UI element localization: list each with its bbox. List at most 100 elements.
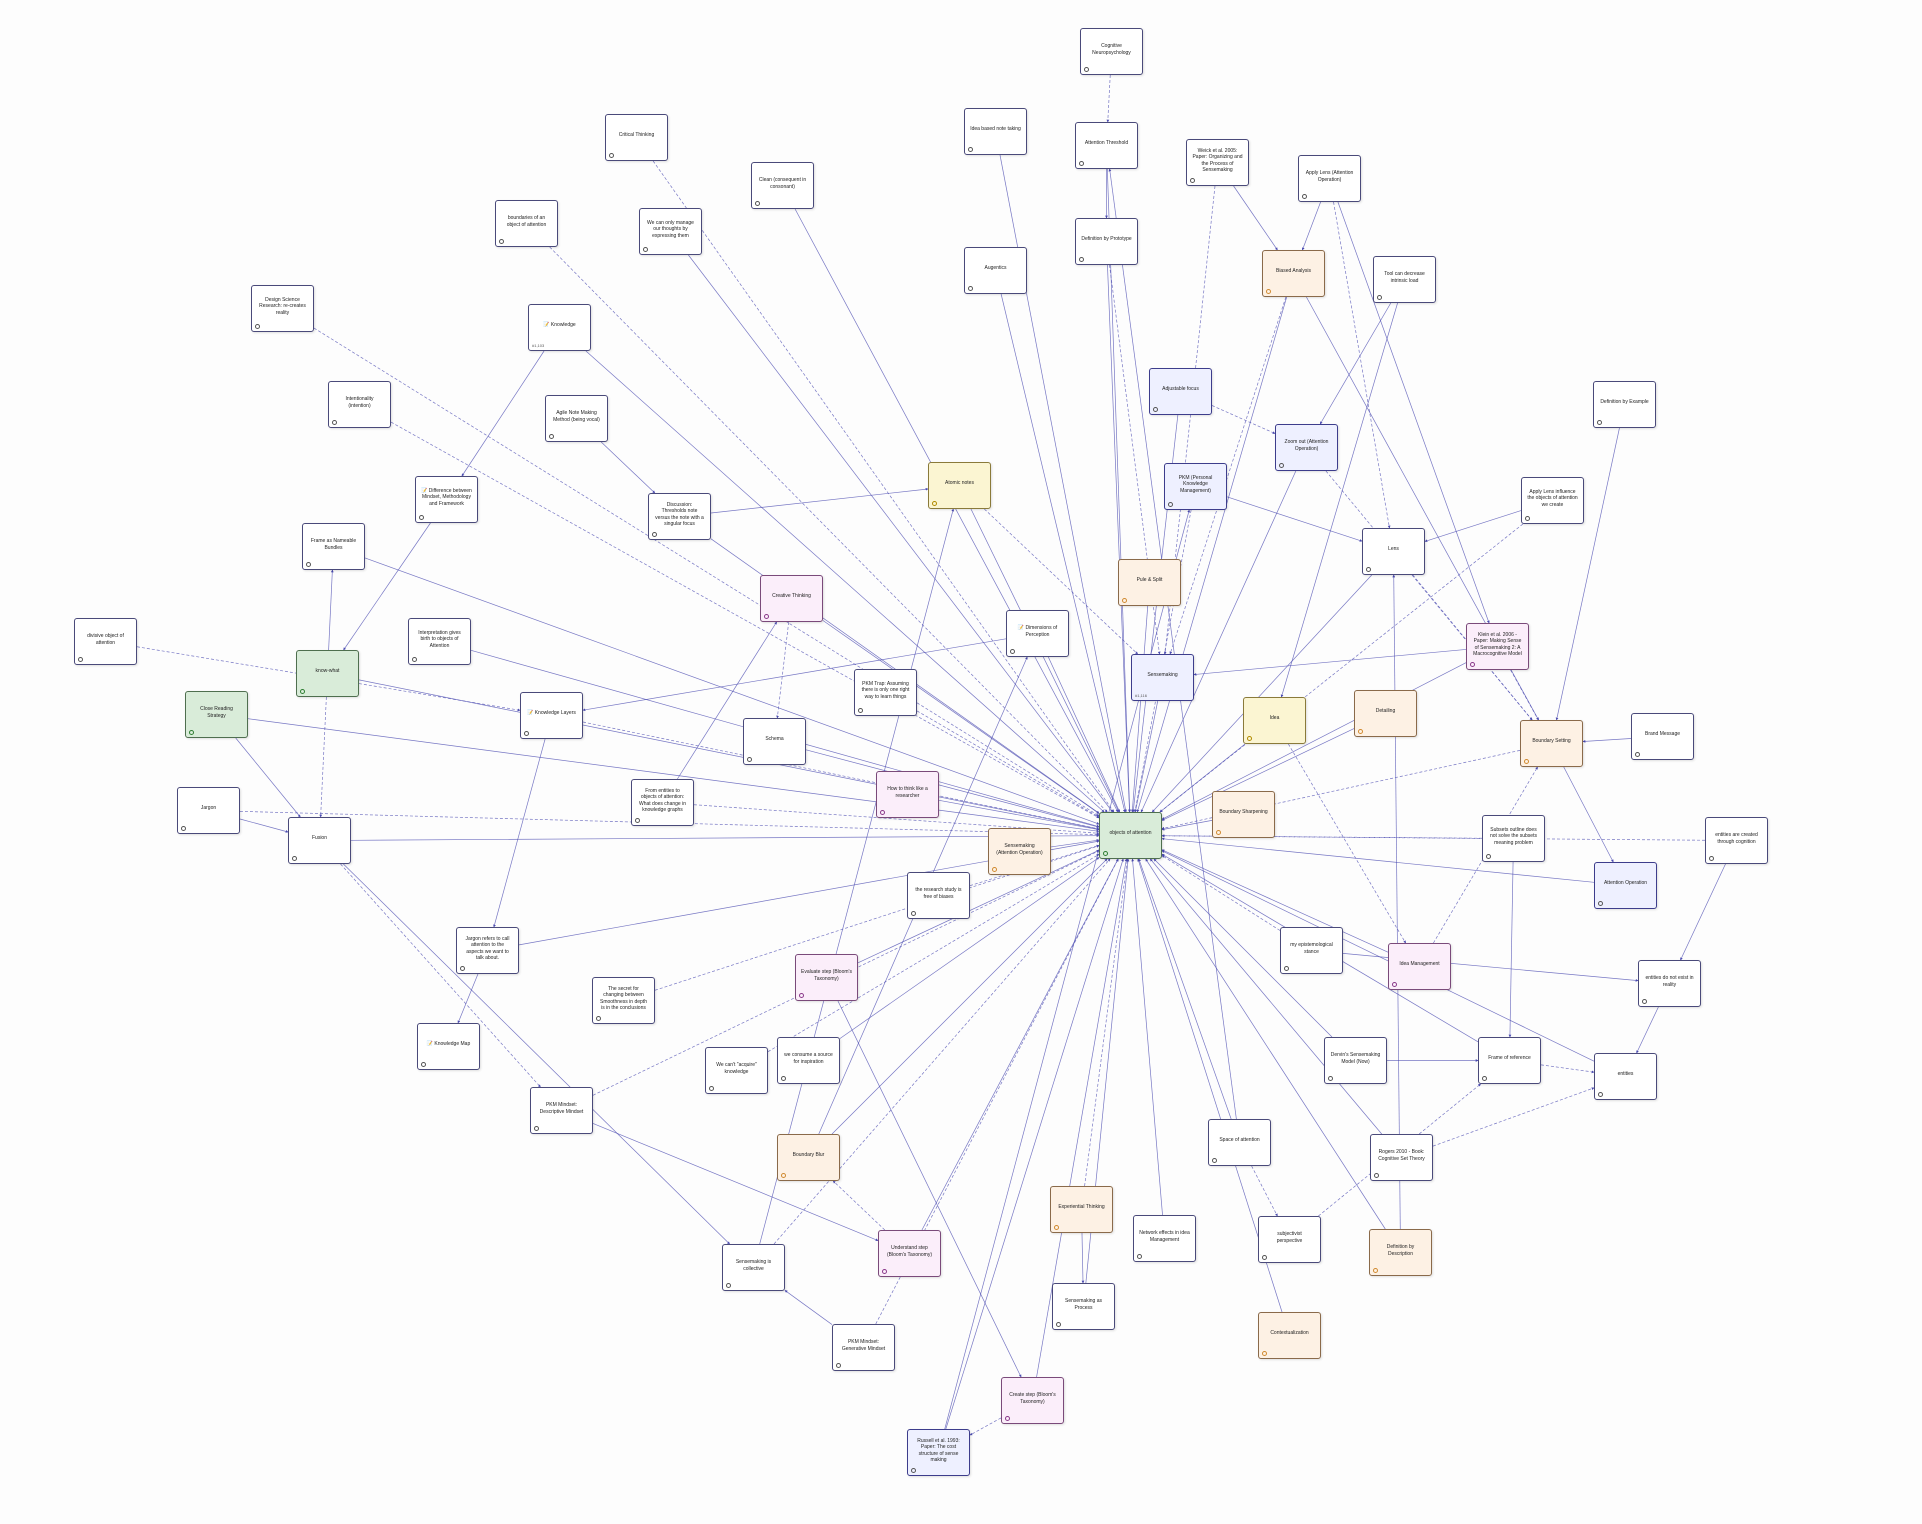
edge-n_knowwhat-n_fusion — [319, 696, 327, 818]
node-marker — [652, 532, 657, 537]
edge-n_rogers-n_objects — [1149, 858, 1382, 1135]
node-frame-of-reference[interactable]: Frame of reference — [1478, 1037, 1541, 1084]
node-definition-by-description[interactable]: Definition by Description — [1369, 1229, 1432, 1276]
node-marker — [1635, 752, 1640, 757]
node-brand-message[interactable]: Brand Message — [1631, 713, 1694, 760]
node-sensemaking-as-process[interactable]: Sensemaking as Process — [1052, 1283, 1115, 1330]
node-definition-by-example[interactable]: Definition by Example — [1593, 381, 1656, 428]
node-frame-nameable-bundles[interactable]: Frame as Nameable Bundles — [302, 523, 365, 570]
node-critical-thinking[interactable]: Critical Thinking — [605, 114, 668, 161]
node-adjustable-focus[interactable]: Adjustable focus — [1149, 368, 1212, 415]
node-we-consume-a-source[interactable]: we consume a source for inspiration — [777, 1037, 840, 1084]
node-rogers-2010-book[interactable]: Rogers 2010 - Book: Cognitive Set Theory — [1370, 1134, 1433, 1181]
node-objects-of-attention[interactable]: objects of attention — [1099, 812, 1162, 859]
node-russell-1993-paper[interactable]: Russell et al. 1993: Paper: The cost str… — [907, 1429, 970, 1476]
node-label: Frame of reference — [1488, 1055, 1531, 1062]
node-tool-can-decrease[interactable]: Tool can decrease intrinsic load — [1373, 256, 1436, 303]
node-interpretation[interactable]: Interpretation gives birth to objects of… — [408, 618, 471, 665]
node-boundary-setting[interactable]: Boundary Setting — [1520, 720, 1583, 767]
node-space-of-attention[interactable]: Space of attention — [1208, 1119, 1271, 1166]
node-create-step[interactable]: Create step (Bloom's Taxonomy) — [1001, 1377, 1064, 1424]
node-sensemaking-is-collective[interactable]: Sensemaking is collective — [722, 1244, 785, 1291]
node-contextualization[interactable]: Contextualization — [1258, 1312, 1321, 1359]
node-design-science-research[interactable]: Design Science Research: re-creates real… — [251, 285, 314, 332]
node-boundary-blur[interactable]: Boundary Blur — [777, 1134, 840, 1181]
node-research-study-free-of-biases[interactable]: the research study is free of biases — [907, 872, 970, 919]
node-from-entities[interactable]: From entities to objects of attention: W… — [631, 779, 694, 826]
node-jargon-refers[interactable]: Jargon refers to call attention to the a… — [456, 927, 519, 974]
node-attention-threshold[interactable]: Attention Threshold — [1075, 122, 1138, 169]
edge-n_dsr-n_objects — [313, 327, 1100, 817]
node-knowledge-map[interactable]: 📝 Knowledge Map — [417, 1023, 480, 1070]
node-label: Definition by Prototype — [1081, 236, 1132, 243]
node-lens[interactable]: Lens — [1362, 528, 1425, 575]
node-klein-2006-paper[interactable]: Klein et al. 2006 - Paper: Making Sense … — [1466, 623, 1529, 670]
node-jargon[interactable]: Jargon — [177, 787, 240, 834]
node-entities-do-not-exist[interactable]: entities do not exist in reality — [1638, 960, 1701, 1007]
node-apply-lens-influence[interactable]: Apply Lens influence the objects of atte… — [1521, 477, 1584, 524]
node-boundaries-of-object[interactable]: boundaries of an object of attention — [495, 200, 558, 247]
node-agile-note-making[interactable]: Agile Note Making Method (being vocal) — [545, 395, 608, 442]
node-biased-analysis[interactable]: Biased Analysis — [1262, 250, 1325, 297]
node-atomic-notes[interactable]: Atomic notes — [928, 462, 991, 509]
node-label: Dervin's Sensemaking Model (Now) — [1330, 1052, 1381, 1065]
node-subsets-outline[interactable]: Subsets outline does not solve the subse… — [1482, 815, 1545, 862]
node-pkm-trap[interactable]: PKM Trap: Assuming there is only one rig… — [854, 669, 917, 716]
node-schema[interactable]: Schema — [743, 718, 806, 765]
node-divisive-object[interactable]: divisive object of attention — [74, 618, 137, 665]
node-difference-mindset[interactable]: 📝 Difference between Mindset, Methodolog… — [415, 476, 478, 523]
node-detailing[interactable]: Detailing — [1354, 690, 1417, 737]
node-sensemaking-attention-operation[interactable]: Sensemaking (Attention Operation) — [988, 828, 1051, 875]
node-pkm-generative-mindset[interactable]: PKM Mindset: Generative Mindset — [832, 1324, 895, 1371]
node-subjectivist-perspective[interactable]: subjectivist perspective — [1258, 1216, 1321, 1263]
node-network-effects[interactable]: Network effects in idea Management — [1133, 1215, 1196, 1262]
node-attention-operation[interactable]: Attention Operation — [1594, 862, 1657, 909]
node-pkm-descriptive-mindset[interactable]: PKM Mindset: Descriptive Mindset — [530, 1087, 593, 1134]
node-marker — [1279, 463, 1284, 468]
node-marker — [549, 434, 554, 439]
node-fusion[interactable]: Fusion — [288, 817, 351, 864]
node-epistemological-stance[interactable]: my epistemological stance — [1280, 927, 1343, 974]
node-clean[interactable]: Clean (consequent in consonant) — [751, 162, 814, 209]
node-discussion-thresholds[interactable]: Discussion: Thresholds note versus the n… — [648, 493, 711, 540]
node-zoom-out[interactable]: Zoom out (Attention Operation) — [1275, 424, 1338, 471]
node-how-to-think[interactable]: How to think like a researcher — [876, 771, 939, 818]
node-creative-thinking[interactable]: Creative Thinking — [760, 575, 823, 622]
node-evaluate-step[interactable]: Evaluate step (Bloom's Taxonomy) — [795, 954, 858, 1001]
node-the-secret[interactable]: The secret for changing between Smoothne… — [592, 977, 655, 1024]
node-definition-by-prototype[interactable]: Definition by Prototype — [1075, 218, 1138, 265]
node-entities-are-created[interactable]: entities are created through cognition — [1705, 817, 1768, 864]
node-dimensions-of-perception[interactable]: 📝 Dimensions of Perception — [1006, 610, 1069, 657]
node-idea[interactable]: Idea — [1243, 697, 1306, 744]
edge-n_experiential-n_objects — [1084, 858, 1129, 1187]
node-idea-management[interactable]: Idea Management — [1388, 943, 1451, 990]
edge-n_frameref-n_entities — [1540, 1064, 1595, 1074]
node-knowledge[interactable]: 📝 Knowledge#1,103 — [528, 304, 591, 351]
node-weick-2005-paper[interactable]: Weick et al. 2005: Paper: Organizing and… — [1186, 139, 1249, 186]
edge-n_boundsharp-n_objects — [1161, 820, 1213, 831]
node-intentionality[interactable]: Intentionality (intention) — [328, 381, 391, 428]
node-we-cant-acquire[interactable]: We can't "acquire" knowledge — [705, 1047, 768, 1094]
node-experiential-thinking[interactable]: Experiential Thinking — [1050, 1186, 1113, 1233]
node-cognitive-neuropsychology[interactable]: Cognitive Neuropsychology — [1080, 28, 1143, 75]
node-sensemaking[interactable]: Sensemaking#1,116 — [1131, 654, 1194, 701]
node-boundary-sharpening[interactable]: Boundary Sharpening — [1212, 791, 1275, 838]
node-know-what[interactable]: know-what — [296, 650, 359, 697]
node-dervins-sensemaking-model[interactable]: Dervin's Sensemaking Model (Now) — [1324, 1037, 1387, 1084]
node-we-can-only-manage[interactable]: We can only manage our thoughts by expre… — [639, 208, 702, 255]
node-understand-step[interactable]: Understand step (Bloom's Taxonomy) — [878, 1230, 941, 1277]
node-label: Sensemaking — [1147, 672, 1178, 679]
node-close-reading-strategy[interactable]: Close Reading Strategy — [185, 691, 248, 738]
node-apply-lens[interactable]: Apply Lens (Attention Operation) — [1298, 155, 1361, 202]
node-marker — [1212, 1158, 1217, 1163]
node-label: Apply Lens (Attention Operation) — [1305, 170, 1354, 183]
node-entities[interactable]: entities — [1594, 1053, 1657, 1100]
node-pkm[interactable]: PKM (Personal Knowledge Management) — [1164, 463, 1227, 510]
node-augentics[interactable]: Augentics — [964, 247, 1027, 294]
node-marker — [1598, 901, 1603, 906]
node-knowledge-layers[interactable]: 📝 Knowledge Layers — [520, 692, 583, 739]
node-marker — [1373, 1268, 1378, 1273]
node-idea-based-note-taking[interactable]: Idea based note taking — [964, 108, 1027, 155]
node-pule-split[interactable]: Pule & Split — [1118, 559, 1181, 606]
